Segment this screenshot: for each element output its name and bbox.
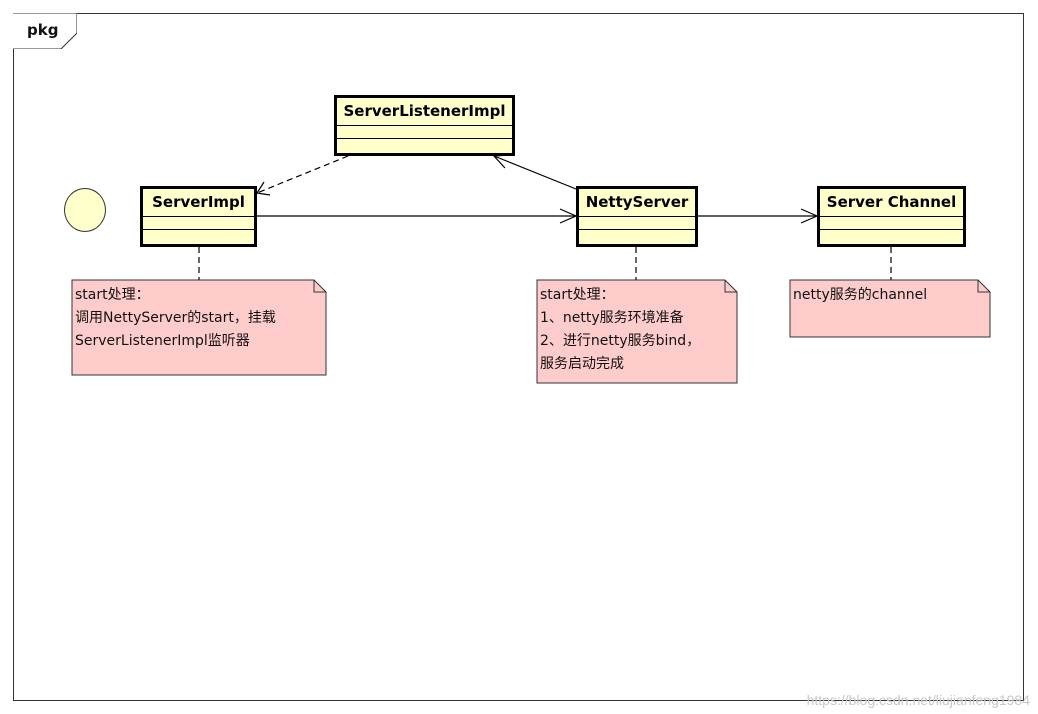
class-attributes <box>337 126 512 140</box>
note-outline-serverchannel <box>789 279 991 338</box>
class-name: Server Channel <box>820 189 963 217</box>
class-operations <box>820 230 963 244</box>
watermark: https://blog.csdn.net/liujianfeng1984 <box>806 692 1030 708</box>
note-line: start处理： <box>540 287 615 303</box>
note-outline-serverimpl <box>71 279 327 376</box>
note-line: start处理： <box>75 287 150 303</box>
note-line: 服务启动完成 <box>540 356 624 372</box>
class-operations <box>337 139 512 153</box>
class-server-impl[interactable]: ServerImpl <box>140 186 257 247</box>
dependency-listener-serverimpl <box>256 155 349 194</box>
class-attributes <box>579 217 695 231</box>
note-line: ServerListenerImpl监听器 <box>75 333 250 349</box>
note-server-impl: start处理： 调用NettyServer的start，挂载 ServerLi… <box>72 280 326 357</box>
package-tab-label: pkg <box>27 21 59 39</box>
package-tab <box>13 13 77 49</box>
association-nettyserver-listener <box>493 155 577 190</box>
note-fold-serverchannel <box>977 280 990 293</box>
class-name: NettyServer <box>579 189 695 217</box>
class-operations <box>579 230 695 244</box>
note-fold-serverimpl <box>313 280 326 293</box>
arrowhead-serverimpl <box>256 181 271 196</box>
note-fold-nettyserver <box>724 280 737 293</box>
class-server-listener-impl[interactable]: ServerListenerImpl <box>334 95 515 156</box>
note-line: 2、进行netty服务bind， <box>540 333 701 349</box>
note-line: 调用NettyServer的start，挂载 <box>75 310 276 326</box>
class-server-channel[interactable]: Server Channel <box>817 186 966 247</box>
class-attributes <box>820 217 963 231</box>
note-server-channel: netty服务的channel <box>790 280 990 311</box>
class-attributes <box>143 217 254 231</box>
note-outline-nettyserver <box>536 279 738 384</box>
class-name: ServerImpl <box>143 189 254 217</box>
interface-lollipop-circle <box>64 188 106 232</box>
note-netty-server: start处理： 1、netty服务环境准备 2、进行netty服务bind， … <box>537 280 737 380</box>
package-frame <box>13 13 1024 701</box>
note-line: 1、netty服务环境准备 <box>540 310 684 326</box>
class-netty-server[interactable]: NettyServer <box>576 186 698 247</box>
note-line: netty服务的channel <box>793 287 928 303</box>
class-operations <box>143 230 254 244</box>
class-name: ServerListenerImpl <box>337 98 512 126</box>
